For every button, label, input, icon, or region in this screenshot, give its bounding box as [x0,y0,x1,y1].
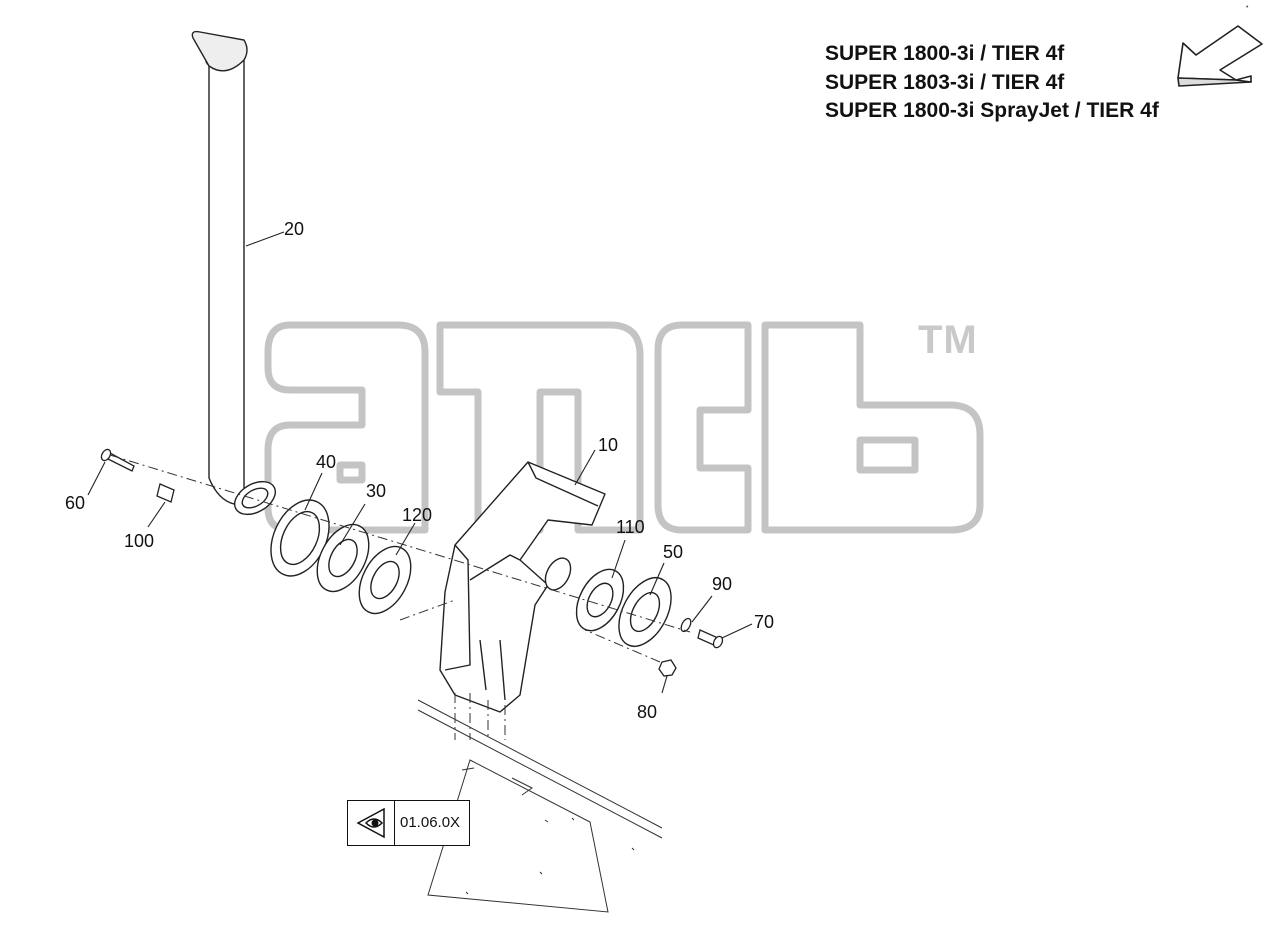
bolt-70 [697,629,724,649]
assembly-axis [109,454,691,740]
spacer-100 [156,483,175,503]
leader-lines [87,231,753,694]
model-title: SUPER 1803-3i / TIER 4f [825,70,1065,94]
exhaust-pipe [191,30,276,516]
bolt-60 [100,448,135,472]
front-arrow-icon [1177,25,1263,87]
model-title: SUPER 1800-3i / TIER 4f [825,42,1065,65]
support-bracket [439,461,606,713]
reference-code: 01.06.0X [400,814,461,831]
flange-50 [618,577,672,647]
eye-view-icon [348,801,395,845]
callout-30: 30 [366,481,387,501]
model-title: SUPER 1800-3i SprayJet / TIER 4f [825,99,1159,122]
callout-50: 50 [663,542,684,562]
callout-110: 110 [616,517,645,537]
callout-120: 120 [402,505,433,525]
model-title-block: SUPER 1800-3i / TIER 4f SUPER 1803-3i / … [825,40,1159,126]
nut-80 [658,659,677,677]
callout-100: 100 [124,531,155,551]
callout-70: 70 [754,612,775,632]
callout-90: 90 [712,574,733,594]
callout-10: 10 [598,435,619,455]
trademark-mark: TM [918,318,978,362]
atd-logo-watermark [264,321,984,534]
gasket-110 [575,568,625,632]
reference-link[interactable]: 01.06.0X [347,800,470,846]
gasket-120 [358,545,412,615]
corner-mark: • [1246,4,1249,11]
callout-80: 80 [637,702,658,722]
callout-20: 20 [284,219,305,239]
callout-60: 60 [65,493,86,513]
flange-40 [270,499,330,577]
clamp-30 [316,523,370,593]
washer-90 [680,617,692,633]
callout-40: 40 [316,452,337,472]
mounting-frame [417,699,663,913]
